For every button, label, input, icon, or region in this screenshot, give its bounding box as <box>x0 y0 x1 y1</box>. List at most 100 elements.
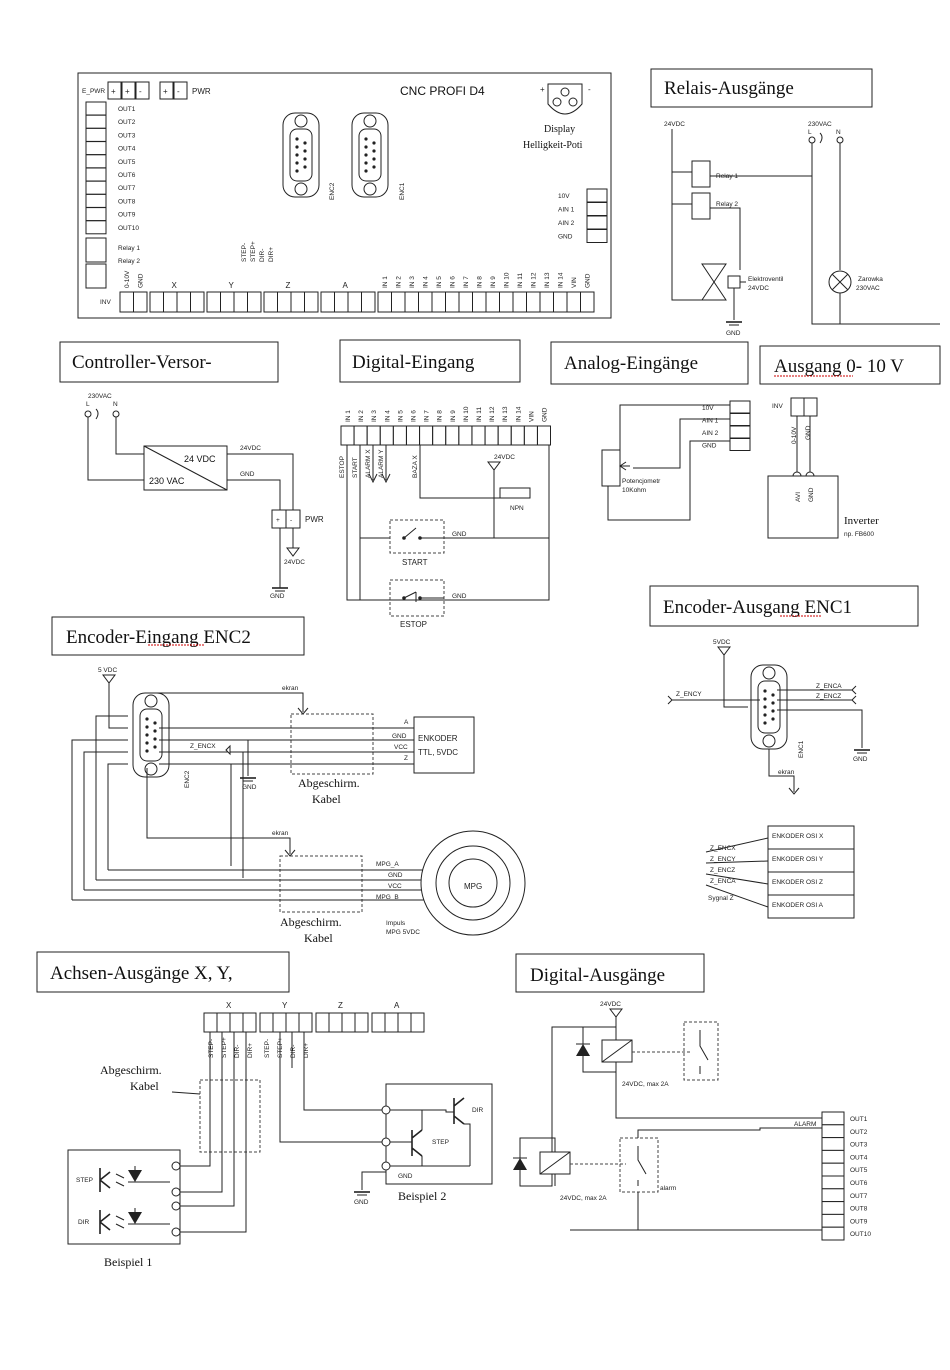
step-dir-labels: STEP-STEP+DIR-DIR+ <box>241 241 275 262</box>
achsen-terminal <box>315 1012 330 1033</box>
achsen-pin-label: DIR+ <box>247 1043 254 1058</box>
enc2-title: Encoder-Eingang ENC2 <box>66 627 251 648</box>
board-bottom-terminal <box>361 291 376 313</box>
dig-out-label: OUT2 <box>850 1129 868 1136</box>
dig-in-func-label: ALARM X <box>365 449 372 478</box>
dig-in-terminal <box>445 425 460 446</box>
board-out-label: OUT5 <box>118 159 136 166</box>
osi-label: ENKODER OSI Z <box>772 879 823 886</box>
board-bottom-terminal <box>485 291 500 313</box>
driver-box <box>385 1083 493 1185</box>
dig-out-terminal <box>821 1137 845 1151</box>
display-poti-icon: +- <box>540 83 591 115</box>
inverter-label: Inverter <box>844 515 879 527</box>
board-out-terminal <box>85 127 107 142</box>
enc2-5vdc: 5 VDC <box>98 667 117 674</box>
dig-out-terminal <box>821 1213 845 1228</box>
board-bottom-terminal <box>304 291 319 313</box>
board-out-terminal <box>85 207 107 222</box>
board-bottom-label: IN 3 <box>409 276 416 288</box>
dig-out-terminal <box>821 1175 845 1190</box>
svg-text:+: + <box>111 87 116 96</box>
analog-pin-label: AIN 2 <box>702 430 719 437</box>
relay-2-rating: 24VDC, max 2A <box>560 1195 607 1202</box>
dig-in-gnd2: GND <box>452 593 467 600</box>
relay-2-label: Relay 2 <box>118 258 140 265</box>
enc2-z-encx: Z_ENCX <box>190 743 216 750</box>
dig-in-terminal <box>537 425 551 446</box>
board-axis-label: X <box>172 281 178 290</box>
relais-section: Relais-Ausgänge 24VDC Relay 1 Relay 2 El… <box>650 68 940 337</box>
svg-text:+: + <box>125 87 130 96</box>
dig-in-pin-label: IN 7 <box>424 410 431 422</box>
versor-l: L <box>86 401 90 408</box>
enc2-gnd: GND <box>242 784 257 791</box>
board-out-label: OUT9 <box>118 212 136 219</box>
enc2-shield-label-2: Kabel <box>312 792 341 806</box>
achsen-pin-label: STEP+ <box>221 1037 228 1058</box>
board-analog-label: 10V <box>558 193 570 200</box>
board-axis-label: Y <box>229 281 235 290</box>
board-bottom-label: IN 13 <box>544 272 551 288</box>
analog-pin-label: AIN 1 <box>702 418 719 425</box>
board-bottom-label: GND <box>138 273 145 288</box>
dig-out-label: OUT7 <box>850 1193 868 1200</box>
enc2-shield-box <box>290 713 374 775</box>
board-title: CNC PROFI D4 <box>400 84 485 98</box>
dig-in-terminal <box>458 425 473 446</box>
dig-in-terminal <box>471 425 486 446</box>
enc2-shield-label: Abgeschirm. <box>298 776 360 790</box>
relay-1-label: Relay 1 <box>118 245 140 252</box>
achsen-title-box <box>36 951 290 993</box>
mpg-ekran: ekran <box>272 830 289 837</box>
board-bottom-terminal <box>553 291 568 313</box>
achsen-terminal <box>371 1012 386 1033</box>
lamp-label-1: Zarowka <box>858 276 883 283</box>
inverter-pin-avi: AVI <box>795 492 802 502</box>
board-bottom-terminal <box>580 291 595 313</box>
achsen-terminal <box>259 1012 274 1033</box>
board-bottom-terminal <box>391 291 406 313</box>
impuls-label-2: MPG 5VDC <box>386 929 420 936</box>
inv-label: INV <box>100 299 112 306</box>
board-bottom-label: VIN <box>571 277 578 288</box>
dig-in-title-box <box>339 339 521 383</box>
board-bottom-label: GND <box>585 273 592 288</box>
e-pwr-terminal: ++- <box>107 81 150 100</box>
board-bottom-label: IN 8 <box>477 276 484 288</box>
dig-in-terminal <box>353 425 368 446</box>
versor-gnd: GND <box>270 593 285 600</box>
mpg-gnd: GND <box>388 872 403 879</box>
analog-title-box <box>550 341 749 385</box>
analog-terminal <box>729 425 751 439</box>
board-out-terminal <box>85 101 107 116</box>
board-out-terminal <box>85 154 107 169</box>
enc2-pin-z: Z <box>404 755 408 762</box>
analog-terminal <box>729 400 751 414</box>
board-out-terminal <box>85 114 107 129</box>
board-out-terminal <box>85 141 107 156</box>
enc2-connector <box>282 112 320 198</box>
board-out-label: OUT4 <box>118 146 136 153</box>
dig-in-terminal <box>406 425 420 446</box>
dig-out-section: Digital-Ausgänge 24VDC 24VDC, max 2A ala… <box>513 953 871 1241</box>
dig-in-pin-label: IN 11 <box>476 407 483 422</box>
board-out-terminal <box>85 220 107 235</box>
achsen-terminal <box>341 1012 356 1033</box>
dig-in-func-label: ALARM Y <box>378 449 385 478</box>
dig-in-pin-label: IN 5 <box>397 410 404 422</box>
dig-in-pin-label: IN 4 <box>384 410 391 422</box>
board-analog-label: AIN 1 <box>558 207 575 214</box>
dig-out-terminal <box>821 1124 845 1139</box>
achsen-axis-label: X <box>226 1001 232 1010</box>
achsen-terminal <box>397 1012 412 1033</box>
mpg-label: MPG <box>464 882 482 891</box>
mpg-shield-box <box>279 855 363 913</box>
board-axis-label: A <box>343 281 349 290</box>
achsen-terminal <box>328 1012 343 1033</box>
analog-pin-label: GND <box>702 443 717 450</box>
board-bottom-terminal <box>445 291 460 313</box>
relais-n: N <box>836 129 841 136</box>
